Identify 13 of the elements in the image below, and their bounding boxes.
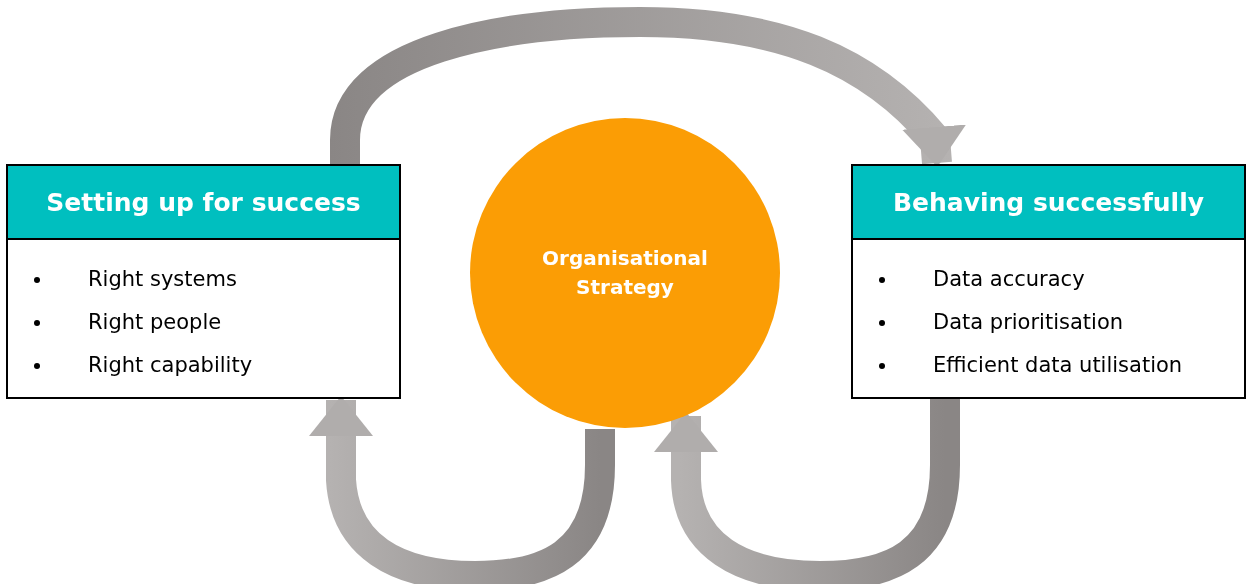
bullet-item: Data accuracy xyxy=(933,267,1085,291)
bullet-item: Right people xyxy=(88,310,222,334)
card-title: Behaving successfully xyxy=(892,187,1205,217)
bullet-item: Right systems xyxy=(88,267,237,291)
card-title: Setting up for success xyxy=(46,187,361,217)
bullet-item: Efficient data utilisation xyxy=(933,353,1183,377)
curved-arrow xyxy=(330,7,967,167)
bullet-item: Data prioritisation xyxy=(933,310,1124,334)
circle-label: Organisational Strategy xyxy=(541,245,709,301)
content-card xyxy=(6,164,401,399)
curved-arrow xyxy=(654,399,960,584)
bullet-item: Right capability xyxy=(88,353,253,377)
content-card xyxy=(851,164,1246,399)
